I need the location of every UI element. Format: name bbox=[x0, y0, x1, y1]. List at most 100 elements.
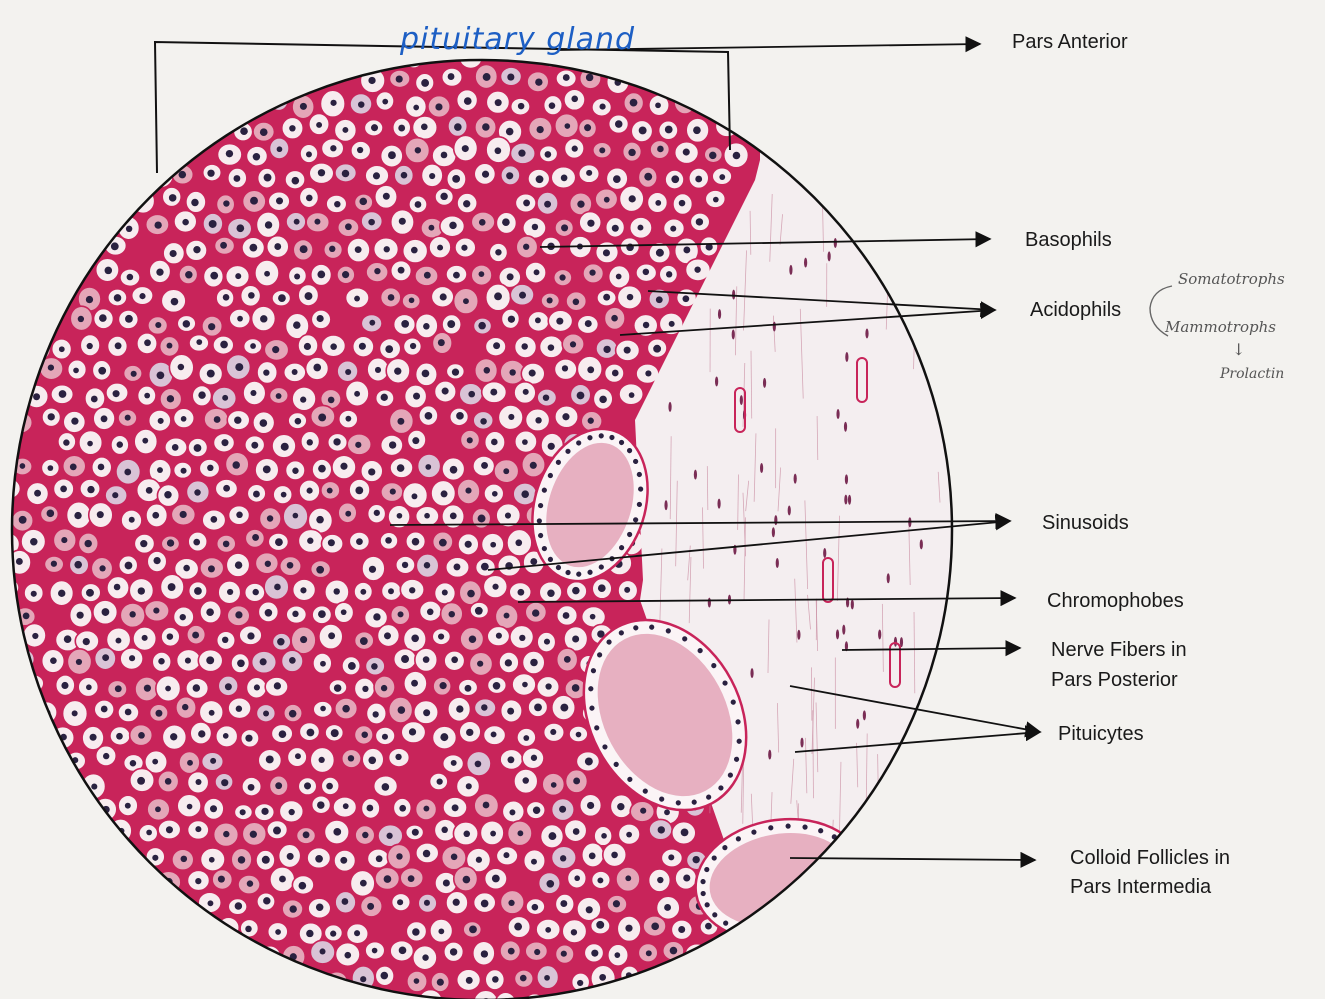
cell-nucleus bbox=[354, 246, 362, 254]
cell-nucleus bbox=[110, 242, 119, 251]
pituicyte-nucleus bbox=[989, 698, 992, 708]
cell-nucleus bbox=[210, 271, 219, 280]
cell-nucleus bbox=[550, 782, 557, 788]
cell-nucleus bbox=[292, 467, 299, 474]
cell-nucleus bbox=[584, 320, 592, 328]
follicle-cell-nucleus bbox=[538, 532, 544, 539]
cell-nucleus bbox=[562, 74, 570, 81]
nerve-fiber bbox=[926, 716, 931, 794]
cell-nucleus bbox=[272, 346, 280, 354]
follicle-cell-nucleus bbox=[618, 439, 625, 446]
cell-nucleus bbox=[220, 340, 228, 349]
cell-nucleus bbox=[614, 952, 621, 958]
cell-nucleus bbox=[293, 321, 301, 329]
nerve-fiber bbox=[1005, 882, 1006, 955]
cell-nucleus bbox=[206, 656, 215, 665]
cell-nucleus bbox=[465, 783, 472, 790]
cell-nucleus bbox=[695, 175, 703, 183]
follicle-cell-nucleus bbox=[659, 796, 665, 802]
nerve-fiber bbox=[807, 594, 811, 630]
cell-nucleus bbox=[449, 948, 458, 956]
cell-nucleus bbox=[421, 369, 430, 378]
cell-nucleus bbox=[651, 922, 659, 931]
anterior-cell bbox=[12, 410, 34, 435]
cell-nucleus bbox=[563, 656, 571, 663]
follicle-cell-nucleus bbox=[736, 738, 742, 744]
nerve-fiber bbox=[1028, 796, 1030, 882]
cell-nucleus bbox=[668, 320, 675, 327]
pituicyte-nucleus bbox=[845, 352, 849, 363]
cell-nucleus bbox=[299, 245, 308, 254]
pituicyte-nucleus bbox=[989, 249, 992, 259]
cell-nucleus bbox=[480, 562, 489, 571]
cell-nucleus bbox=[306, 728, 315, 737]
cell-nucleus bbox=[505, 127, 514, 136]
cell-nucleus bbox=[584, 757, 593, 766]
nerve-fiber bbox=[908, 524, 911, 586]
cell-nucleus bbox=[273, 826, 282, 835]
pituicyte-nucleus bbox=[865, 328, 869, 339]
follicle-cell-nucleus bbox=[613, 761, 619, 767]
cell-nucleus bbox=[261, 807, 269, 815]
cell-nucleus bbox=[152, 758, 159, 765]
cell-nucleus bbox=[423, 709, 431, 717]
follicle-cell-nucleus bbox=[565, 569, 571, 576]
cell-nucleus bbox=[585, 73, 594, 82]
cell-nucleus bbox=[140, 540, 148, 548]
cell-nucleus bbox=[250, 343, 256, 349]
nerve-fiber bbox=[971, 889, 972, 954]
pituicyte-nucleus bbox=[857, 229, 861, 240]
cell-nucleus bbox=[263, 369, 270, 376]
cell-nucleus bbox=[47, 364, 55, 371]
follicle-cell-nucleus bbox=[626, 447, 633, 454]
follicle-cell-nucleus bbox=[627, 531, 633, 538]
cell-nucleus bbox=[155, 709, 163, 717]
cell-nucleus bbox=[100, 415, 108, 423]
nerve-fiber bbox=[892, 875, 896, 944]
cell-nucleus bbox=[143, 684, 151, 692]
cell-nucleus bbox=[265, 755, 274, 764]
pituicyte-nucleus bbox=[862, 710, 866, 721]
cell-nucleus bbox=[413, 978, 420, 984]
cell-nucleus bbox=[164, 778, 172, 785]
cell-nucleus bbox=[97, 463, 105, 471]
follicle-cell-nucleus bbox=[576, 440, 582, 446]
cell-nucleus bbox=[461, 244, 468, 251]
cell-nucleus bbox=[344, 951, 352, 959]
note-prolactin: Prolactin bbox=[1220, 366, 1285, 382]
cell-nucleus bbox=[589, 613, 596, 620]
anterior-cell bbox=[148, 159, 175, 189]
nerve-fiber bbox=[804, 500, 809, 589]
pituicyte-nucleus bbox=[843, 421, 848, 432]
cell-nucleus bbox=[342, 127, 349, 133]
cell-nucleus bbox=[515, 539, 523, 547]
cell-nucleus bbox=[395, 753, 402, 761]
nerve-fiber bbox=[749, 210, 752, 255]
follicle-cell-nucleus bbox=[785, 823, 791, 829]
cell-nucleus bbox=[611, 224, 619, 232]
cell-nucleus bbox=[307, 978, 314, 985]
anterior-cell bbox=[12, 477, 22, 500]
nerve-fiber bbox=[768, 917, 772, 984]
cell-nucleus bbox=[340, 609, 347, 616]
label-colloid-line1: Colloid Follicles in bbox=[1070, 847, 1231, 869]
cell-nucleus bbox=[345, 415, 352, 422]
cell-nucleus bbox=[645, 370, 652, 377]
cell-nucleus bbox=[326, 487, 333, 494]
cell-nucleus bbox=[50, 560, 57, 567]
cell-nucleus bbox=[139, 293, 146, 300]
nerve-fiber bbox=[779, 214, 783, 245]
cell-nucleus bbox=[599, 973, 607, 981]
cell-nucleus bbox=[411, 679, 418, 687]
label-pituicytes: Pituicytes bbox=[1058, 723, 1144, 745]
follicle-cell-nucleus bbox=[649, 624, 655, 630]
cell-nucleus bbox=[280, 442, 289, 451]
cell-nucleus bbox=[611, 851, 618, 859]
follicle-cell-nucleus bbox=[609, 434, 615, 441]
leader-pituicytes-2 bbox=[794, 725, 1042, 753]
cell-nucleus bbox=[587, 801, 595, 810]
cell-nucleus bbox=[45, 318, 53, 327]
cell-nucleus bbox=[318, 756, 325, 764]
note-mammotrophs: Mammotrophs bbox=[1165, 318, 1276, 336]
